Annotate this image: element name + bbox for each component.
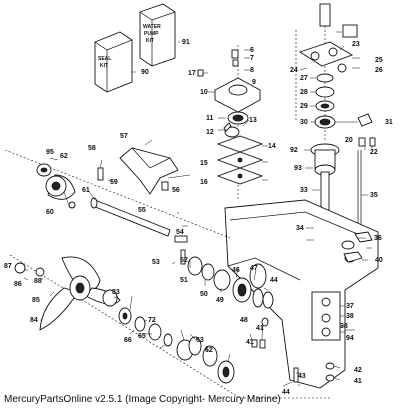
propeller-shaft [4,149,330,399]
callout-28: 28 [300,89,308,96]
callout-48: 49 [216,297,224,304]
callout-60: 61 [82,187,90,194]
seal-kit-text-1: SEAL [98,56,111,62]
callout-7: 7 [250,55,254,62]
callout-22: 22 [370,149,378,156]
seal-kit-text-2: KIT [100,63,108,69]
callout-55: 56 [172,187,180,194]
callout-38: 38 [346,313,354,320]
callout-16: 16 [200,179,208,186]
callout-13: 13 [249,117,257,124]
callout-65: 66 [124,337,132,344]
propeller[interactable] [14,256,121,331]
callout-23: 23 [352,41,360,48]
callout-44: 44 [270,277,278,284]
callout-43: 44 [282,389,290,396]
anode-region [97,147,179,195]
callout-87: 95 [46,149,54,156]
callout-84: 92 [290,147,298,154]
callout-75: 86 [14,281,22,288]
callout-31: 31 [385,119,393,126]
callout-39: 40 [375,257,383,264]
callout-85: 93 [294,165,302,172]
callout-47: 48 [240,317,248,324]
callout-26: 26 [375,67,383,74]
callout-57: 58 [88,145,96,152]
callout-27: 27 [300,75,308,82]
callout-36: 36 [374,235,382,242]
callout-77: 88 [34,278,42,285]
image-caption: MercuryPartsOnline v2.5.1 (Image Copyrig… [4,394,281,405]
callout-17: 17 [188,70,196,77]
callout-46: 47 [250,265,258,272]
callout-15: 15 [200,160,208,167]
callout-45: 46 [232,267,240,274]
water-pump-kit-box[interactable]: WATER PUMP KIT [139,3,176,67]
callout-29: 29 [300,103,308,110]
callout-33: 33 [300,187,308,194]
callout-42: 43 [298,373,306,380]
callout-40c: 41 [354,378,362,385]
callout-20: 20 [345,137,353,144]
callout-34: 34 [296,225,304,232]
leader-lines [23,31,373,387]
callout-25: 25 [375,57,383,64]
callout-37: 37 [346,303,354,310]
water-pump-kit-text-1: WATER [143,24,161,30]
callout-38b: 38 [340,323,348,330]
callout-41: 42 [354,367,362,374]
callout-40b: 41 [246,339,254,346]
shift-assembly [295,3,376,147]
callout-59: 60 [46,209,54,216]
callout-8: 8 [250,67,254,74]
callout-83: 91 [182,39,190,46]
callout-72: 83 [112,289,120,296]
callout-63: 62 [60,153,68,160]
callout-64: 65 [138,333,146,340]
callout-62: 63 [196,337,204,344]
callout-82: 90 [141,69,149,76]
callout-14: 14 [268,143,276,150]
callout-53: 54 [176,229,184,236]
callout-56: 57 [120,133,128,140]
callout-12: 12 [206,129,214,136]
callout-49: 50 [200,291,208,298]
callout-24: 24 [290,67,298,74]
callout-30: 30 [300,119,308,126]
callout-76: 87 [4,263,12,270]
callout-35: 35 [370,192,378,199]
callout-11: 11 [206,115,214,122]
callout-58: 59 [110,179,118,186]
callout-10: 10 [200,89,208,96]
callout-52: 53 [152,259,160,266]
water-pump-kit-text-2: PUMP [144,31,159,37]
bearing-stack [102,289,235,384]
callout-50: 51 [180,277,188,284]
callout-66: 72 [148,317,156,324]
callout-9: 9 [252,79,256,86]
callout-labels: 91 90 6 7 8 17 9 10 11 13 12 14 15 16 23… [4,39,393,396]
water-pump-kit-text-3: KIT [146,38,154,44]
water-pump-assembly [197,45,264,200]
callout-86: 94 [346,335,354,342]
callout-73: 84 [30,317,38,324]
callout-74: 85 [32,297,40,304]
seal-kit-box[interactable]: SEAL KIT [94,31,133,93]
callout-61: 62 [205,347,213,354]
bottom-hardware [251,339,335,383]
callout-40: 41 [256,325,264,332]
callout-51: 52 [180,257,188,264]
callout-54: 55 [138,207,146,214]
callout-6: 6 [250,47,254,54]
